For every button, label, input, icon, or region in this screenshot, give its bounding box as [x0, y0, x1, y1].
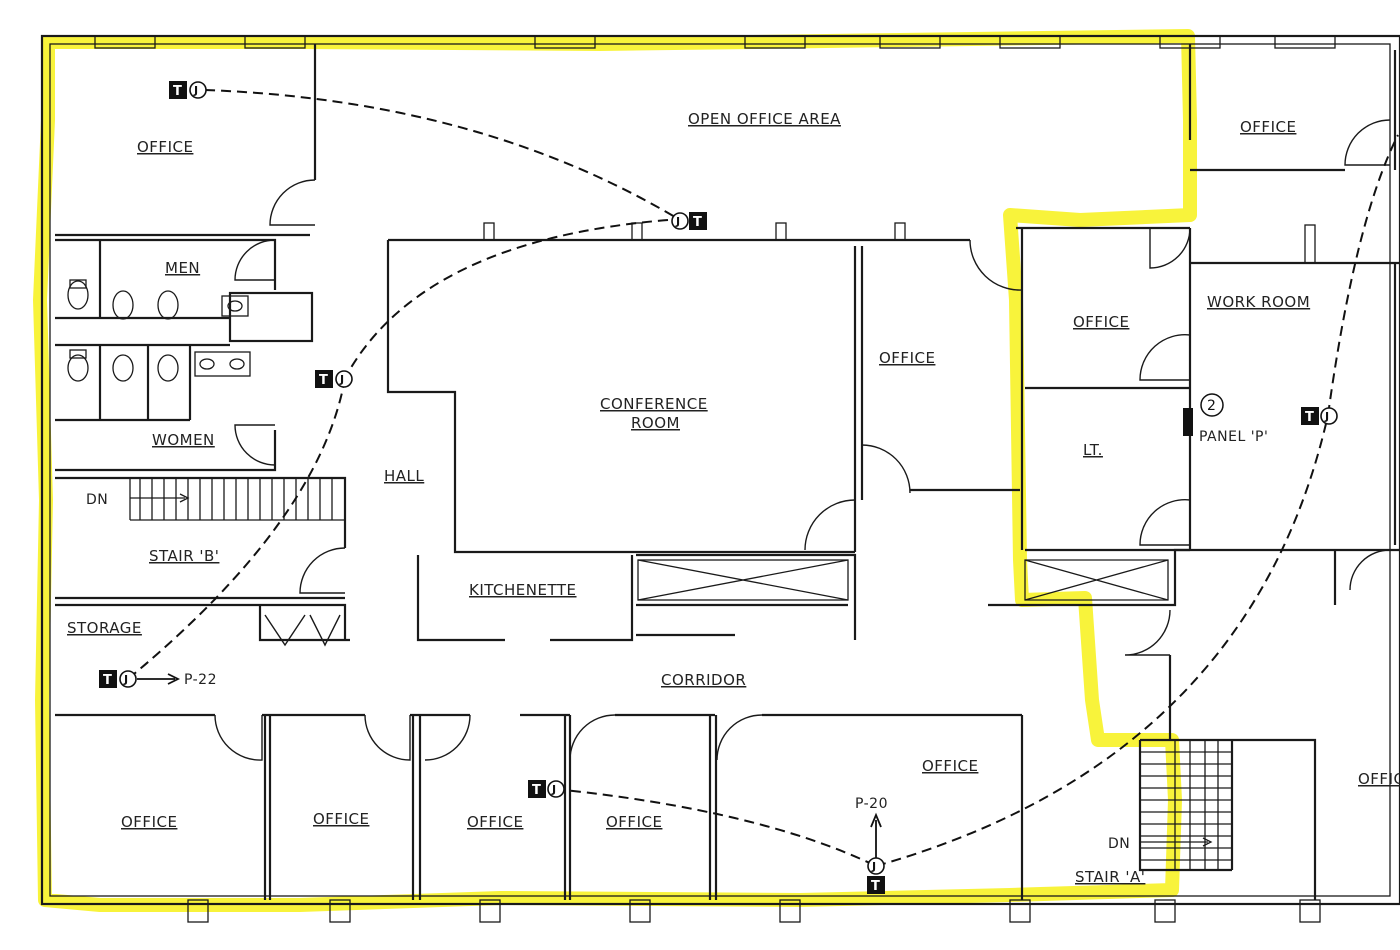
label-office-far-se: OFFIC [1358, 770, 1400, 788]
label-office-east: OFFICE [1073, 313, 1129, 331]
tj-marker-storage: T J [99, 670, 137, 688]
label-office-s2: OFFICE [313, 810, 369, 828]
tj-marker-p20: J T [867, 857, 885, 894]
interior-walls [55, 44, 1400, 900]
svg-text:J: J [1324, 410, 1329, 423]
circuit-routes [127, 89, 1399, 867]
svg-text:T: T [103, 673, 112, 688]
label-office-ne: OFFICE [1240, 118, 1296, 136]
svg-text:T: T [173, 84, 182, 99]
restroom-fixtures [67, 279, 251, 382]
panel-p-body [1183, 408, 1193, 436]
svg-text:T: T [319, 373, 328, 388]
label-open-office: OPEN OFFICE AREA [688, 110, 841, 128]
ref-p22: P-22 [184, 672, 217, 688]
svg-text:J: J [871, 860, 876, 873]
label-hall: HALL [384, 467, 424, 485]
stair-b-treads [129, 478, 345, 521]
svg-text:J: J [551, 783, 556, 796]
panel-p: 2 PANEL 'P' [1183, 393, 1268, 445]
label-office-s1: OFFICE [121, 813, 177, 831]
label-dn-a: DN [1108, 836, 1130, 852]
tj-marker-work-room: T J [1301, 407, 1338, 425]
label-men: MEN [165, 259, 200, 277]
label-storage: STORAGE [67, 619, 142, 637]
tj-marker-hall: T J [315, 370, 353, 388]
svg-text:T: T [1305, 410, 1314, 425]
svg-text:J: J [123, 673, 128, 686]
door-swings [214, 119, 1391, 761]
room-labels: OFFICE OPEN OFFICE AREA OFFICE MEN WOMEN… [67, 110, 1400, 886]
panel-number: 2 [1207, 398, 1216, 414]
svg-text:J: J [339, 373, 344, 386]
label-office-s4: OFFICE [606, 813, 662, 831]
label-office-nw: OFFICE [137, 138, 193, 156]
tj-marker-nw: T J [169, 81, 207, 99]
svg-text:T: T [532, 783, 541, 798]
panel-references: P-22 P-20 [137, 672, 888, 858]
svg-text:T: T [693, 215, 702, 230]
label-office-s3: OFFICE [467, 813, 523, 831]
label-conference-1: CONFERENCE [600, 395, 708, 413]
tj-markers: T J J T T J T J T J [99, 81, 1338, 894]
svg-text:J: J [675, 215, 680, 228]
label-stair-a: STAIR 'A' [1075, 868, 1145, 886]
p20-arrow [870, 812, 882, 858]
svg-text:J: J [193, 84, 198, 97]
tj-marker-top-center: J T [671, 212, 707, 230]
label-office-center: OFFICE [879, 349, 935, 367]
label-dn-b: DN [86, 492, 108, 508]
label-corridor: CORRIDOR [661, 671, 746, 689]
stair-a-treads [1140, 740, 1232, 870]
label-stair-b: STAIR 'B' [149, 547, 219, 565]
column-stubs [483, 222, 1316, 264]
panel-label: PANEL 'P' [1199, 429, 1268, 445]
svg-text:T: T [871, 879, 880, 894]
ref-p20: P-20 [855, 796, 888, 812]
tj-marker-south: T J [528, 780, 565, 798]
label-conference-2: ROOM [631, 414, 680, 432]
label-kitchenette: KITCHENETTE [469, 581, 577, 599]
p22-arrow [137, 673, 181, 685]
label-office-se: OFFICE [922, 757, 978, 775]
panel-number-circle [1200, 393, 1224, 417]
label-work-room: WORK ROOM [1207, 293, 1310, 311]
label-women: WOMEN [152, 431, 215, 449]
label-lt: LT. [1083, 441, 1103, 459]
